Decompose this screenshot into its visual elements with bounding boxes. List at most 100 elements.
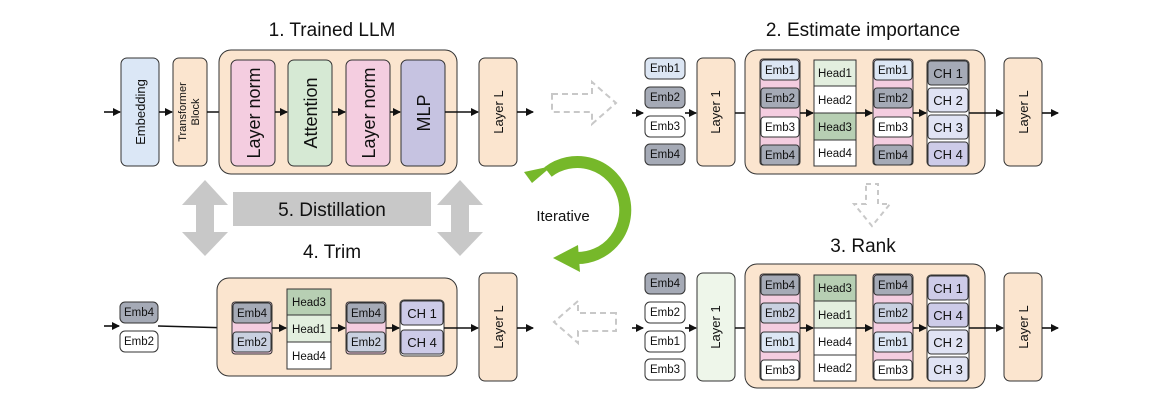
emb-cell: [760, 59, 800, 81]
iterative-cycle: Iterative: [524, 156, 632, 272]
emb-label: Emb2: [878, 308, 908, 320]
channel-label: CH 2: [933, 93, 963, 108]
channel-cell: [927, 60, 969, 86]
mlp-label: MLP: [414, 94, 434, 131]
emb-label: Emb4: [237, 308, 268, 320]
mlp-block: [400, 59, 446, 167]
emb-cell: [644, 358, 686, 381]
channel-cell: [927, 275, 969, 301]
dashed-arrow-down: [851, 183, 893, 228]
emb-cell: [346, 302, 386, 324]
channel-label: CH 2: [933, 335, 963, 350]
distillation-section: 5. Distillation: [182, 180, 483, 256]
emb-label: Emb4: [765, 150, 796, 162]
layer-1-label: Layer 1: [708, 90, 723, 133]
emb-label: Emb1: [878, 65, 908, 77]
emb-cell: [119, 301, 159, 324]
layer-l-block: [478, 272, 518, 382]
emb-cell: [873, 144, 913, 166]
channel-label: CH 4: [933, 147, 963, 162]
head-cell: [813, 85, 857, 114]
emb-label: Emb2: [650, 92, 680, 104]
emb-cell: [760, 116, 800, 138]
channel-label: CH 3: [933, 120, 963, 135]
panel-rank: Emb4 Emb2 Emb1 Emb3 Layer 1 Emb4 Emb2 Em…: [632, 263, 1059, 389]
emb-cell: [873, 59, 913, 81]
head-label: Head2: [818, 95, 852, 107]
channel-label: CH 1: [407, 306, 437, 321]
head-label: Head3: [292, 297, 326, 309]
head-label: Head1: [818, 68, 852, 80]
head-label: Head3: [818, 283, 852, 295]
emb-cell: [760, 359, 800, 381]
dashed-arrow-left: [552, 298, 617, 346]
iterative-label: Iterative: [536, 208, 589, 225]
emb-cell: [644, 86, 686, 109]
emb-label: Emb3: [878, 365, 908, 377]
transformer-block-expanded: [216, 277, 458, 377]
channel-label: CH 1: [933, 66, 963, 81]
emb-label: Emb3: [650, 121, 680, 133]
layer-norm-1-label: Layer norm: [244, 67, 264, 158]
emb-cell: [644, 143, 686, 166]
emb-cell: [873, 116, 913, 138]
emb-label: Emb4: [650, 149, 681, 161]
emb-label: Emb2: [351, 337, 381, 349]
emb-label: Emb1: [765, 337, 795, 349]
iterative-arc: [544, 156, 632, 265]
layer-norm-1-block: [230, 59, 276, 167]
title-trim: 4. Trim: [303, 242, 361, 263]
emb-label: Emb4: [124, 307, 155, 319]
layer-l-label: Layer L: [491, 90, 506, 133]
channel-cell: [400, 300, 444, 326]
channel-cell: [927, 141, 969, 167]
distillation-label: 5. Distillation: [278, 200, 386, 221]
emb-cell: [644, 272, 686, 295]
emb-label: Emb3: [650, 364, 680, 376]
emb-label: Emb3: [765, 365, 795, 377]
emb-label: Emb1: [650, 336, 680, 348]
emb-cell: [760, 144, 800, 166]
emb-label: Emb2: [765, 93, 795, 105]
emb-cell: [873, 87, 913, 109]
head-cell: [286, 341, 332, 370]
emb-cell: [232, 302, 272, 324]
head-label: Head4: [818, 337, 852, 349]
head-cell: [813, 274, 857, 302]
channel-label: CH 1: [933, 281, 963, 296]
double-arrow-right: [437, 180, 483, 256]
channel-cell: [927, 302, 969, 328]
emb-label: Emb3: [765, 122, 795, 134]
emb-label: Emb4: [351, 308, 382, 320]
iterative-arrow-tail: [524, 166, 552, 183]
emb-cell: [644, 57, 686, 80]
emb-cell: [232, 331, 272, 353]
double-arrow-left: [182, 180, 228, 256]
channel-cell: [927, 114, 969, 140]
emb-cell: [346, 331, 386, 353]
head-label: Head4: [292, 351, 326, 363]
emb-cell: [760, 331, 800, 353]
emb-label: Emb2: [237, 337, 267, 349]
transformer-block-label-2: Block: [190, 98, 202, 125]
emb-cell: [644, 115, 686, 138]
head-label: Head1: [292, 324, 326, 336]
channel-cell: [927, 356, 969, 382]
emb-label: Emb4: [878, 150, 909, 162]
channel-label: CH 4: [933, 308, 963, 323]
emb-cell: [873, 331, 913, 353]
layer-norm-2-label: Layer norm: [359, 67, 379, 158]
transformer-block-label-1: Transformer: [177, 82, 189, 142]
head-cell: [813, 354, 857, 382]
head-cell: [286, 288, 332, 316]
head-label: Head3: [818, 122, 852, 134]
head-cell: [813, 300, 857, 329]
emb-cell: [760, 274, 800, 296]
channel-cell: [400, 329, 444, 355]
emb-cell: [760, 87, 800, 109]
emb-label: Emb3: [878, 122, 908, 134]
layer-l-label: Layer L: [1016, 305, 1031, 348]
emb-cell: [873, 274, 913, 296]
emb-cell: [119, 330, 159, 353]
